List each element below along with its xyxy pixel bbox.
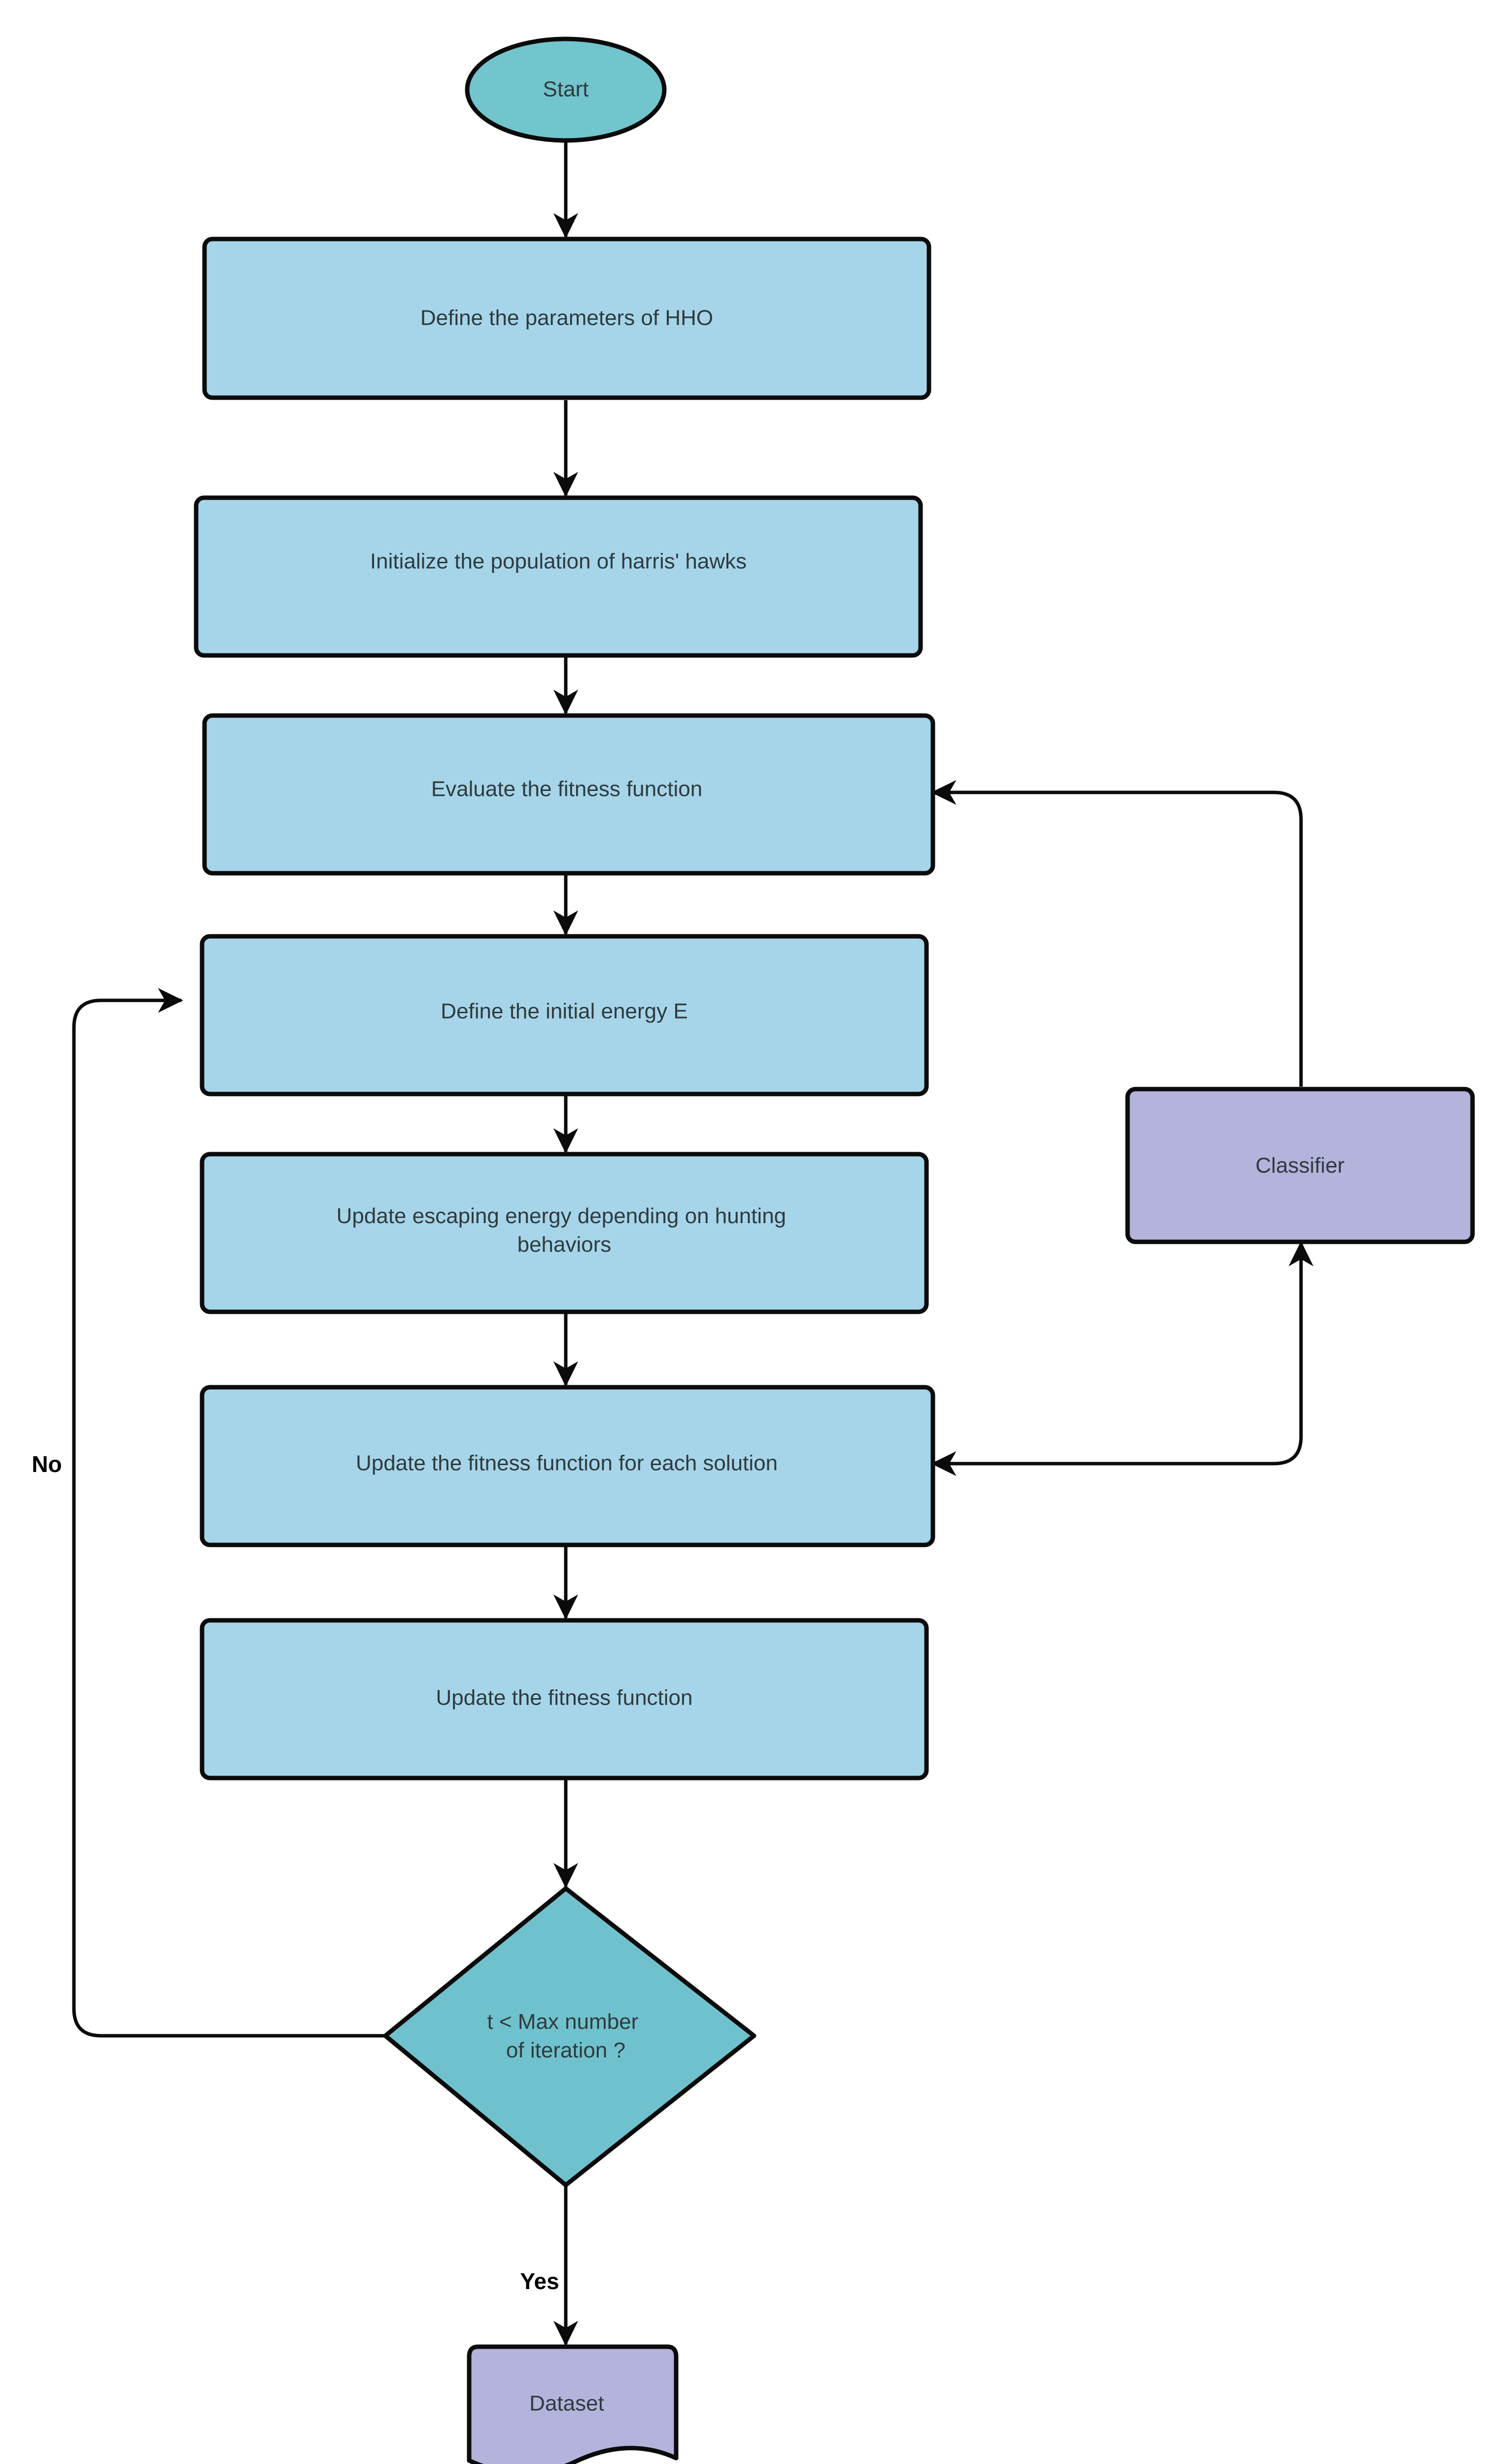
edge-decision-no-to-energy	[72, 988, 387, 2038]
update-fitness-function-box[interactable]	[200, 1618, 929, 1780]
classifier-box[interactable]	[1125, 1087, 1475, 1244]
dataset-document-shape[interactable]	[467, 2344, 679, 2464]
node-dataset[interactable]: Dataset	[467, 2344, 679, 2464]
node-initialize-population[interactable]: Initialize the population of harris' haw…	[194, 495, 923, 658]
initialize-population-box[interactable]	[194, 495, 923, 658]
define-parameters-box[interactable]	[202, 237, 931, 400]
node-update-escaping-energy[interactable]: Update escaping energy depending on hunt…	[200, 1152, 929, 1314]
edge-rail-to-classifier	[931, 780, 1303, 1087]
update-fitness-each-solution-box[interactable]	[200, 1385, 935, 1547]
node-layer: Start Define the parameters of HHO Initi…	[194, 36, 1475, 2464]
edge-label-layer: No Yes	[32, 1451, 559, 2294]
edge-layer	[72, 140, 1314, 2346]
node-evaluate-fitness[interactable]: Evaluate the fitness function	[202, 713, 935, 876]
edge-classifier-to-updateeach	[931, 1241, 1314, 1476]
update-escaping-energy-box[interactable]	[200, 1152, 929, 1314]
define-initial-energy-box[interactable]	[200, 934, 929, 1096]
edge-label-yes: Yes	[520, 2268, 559, 2294]
node-start[interactable]: Start	[465, 36, 667, 143]
start-ellipse[interactable]	[465, 36, 667, 143]
node-classifier[interactable]: Classifier	[1125, 1087, 1475, 1244]
decision-diamond[interactable]	[383, 1886, 756, 2188]
node-update-fitness-function[interactable]: Update the fitness function	[200, 1618, 929, 1780]
node-update-fitness-each-solution[interactable]: Update the fitness function for each sol…	[200, 1385, 935, 1547]
evaluate-fitness-box[interactable]	[202, 713, 935, 876]
node-define-parameters[interactable]: Define the parameters of HHO	[202, 237, 931, 400]
edge-label-no: No	[32, 1451, 62, 1477]
node-define-initial-energy[interactable]: Define the initial energy E	[200, 934, 929, 1096]
node-decision-max-iteration[interactable]: t < Max number of iteration ?	[383, 1886, 756, 2188]
